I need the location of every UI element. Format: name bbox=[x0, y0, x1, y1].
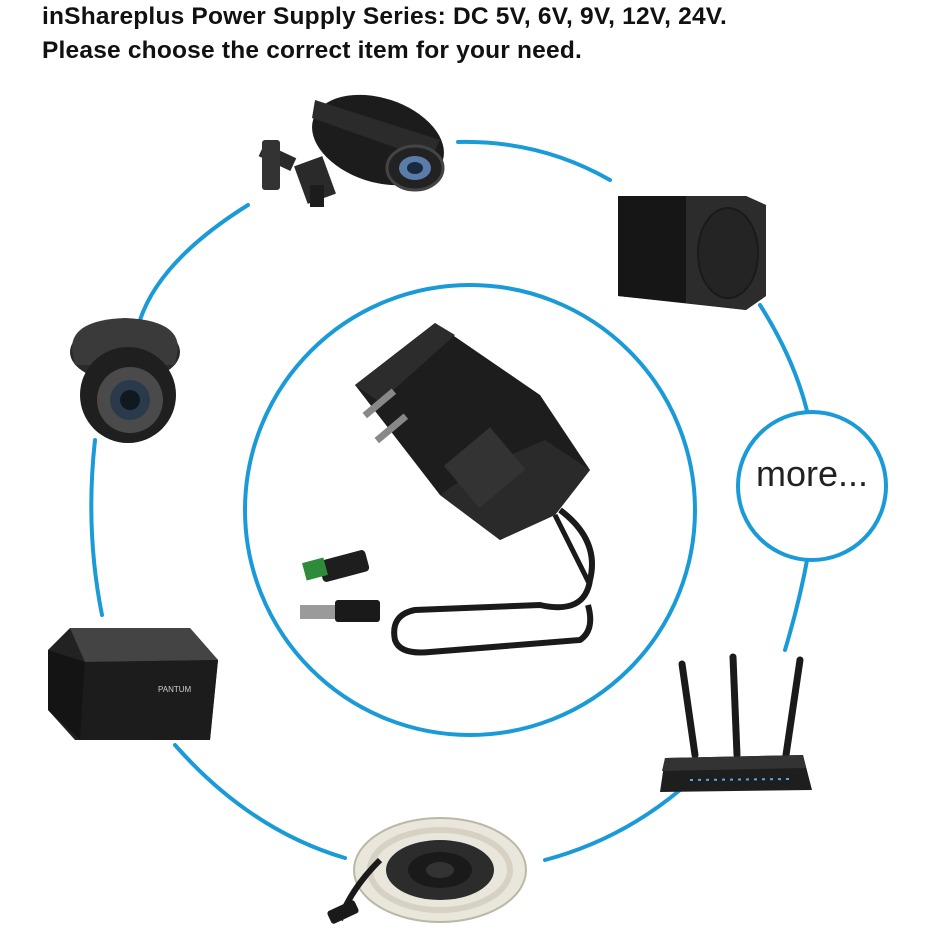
ring-arc-bottom-right bbox=[543, 788, 682, 862]
ring-arc-right-lower bbox=[783, 553, 810, 652]
router-icon bbox=[660, 653, 812, 792]
header-line-1: inShareplus Power Supply Series: DC 5V, … bbox=[42, 3, 728, 30]
power-adapter-icon bbox=[300, 323, 595, 656]
more-label: more... bbox=[755, 453, 869, 494]
center-circle bbox=[243, 283, 697, 737]
more-circle bbox=[736, 410, 888, 562]
ring-arc-bottom-left bbox=[173, 743, 347, 860]
header: inShareplus Power Supply Series: DC 5V, … bbox=[42, 0, 912, 68]
printer-brand-label: PANTUM bbox=[158, 685, 192, 694]
ring-arc-right-upper bbox=[758, 303, 810, 417]
bullet-camera-icon bbox=[258, 94, 445, 207]
dome-camera-icon bbox=[70, 318, 180, 443]
led-strip-icon bbox=[327, 817, 527, 924]
speaker-icon bbox=[618, 196, 766, 310]
printer-icon: PANTUM bbox=[48, 628, 218, 740]
ring-arc-left bbox=[89, 438, 104, 617]
ring-arc-top-left bbox=[138, 203, 250, 322]
outer-ring bbox=[89, 139, 810, 862]
header-line-2: Please choose the correct item for your … bbox=[42, 37, 583, 64]
ring-arc-top-right bbox=[456, 139, 612, 182]
